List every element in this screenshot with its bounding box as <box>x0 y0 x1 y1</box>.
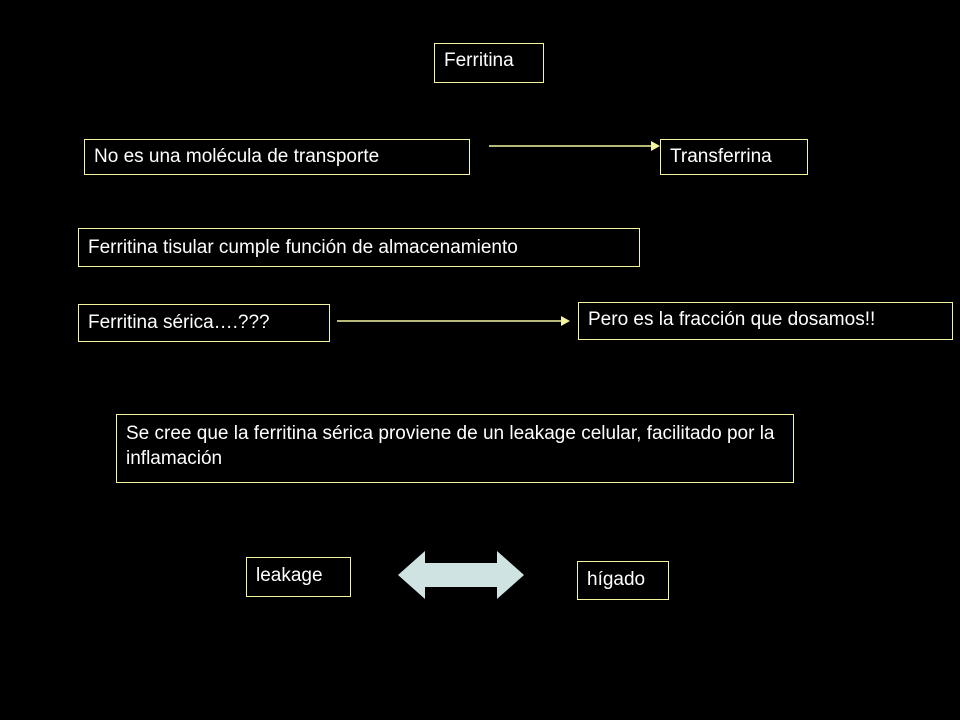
higado-box: hígado <box>577 561 669 600</box>
arrow-serum-to-fraction <box>337 316 570 326</box>
arrow-transport-to-transferrina <box>489 141 660 151</box>
storage-box: Ferritina tisular cumple función de alma… <box>78 228 640 267</box>
double-arrow-icon <box>398 551 524 599</box>
leakage-box: leakage <box>246 557 351 597</box>
transport-box: No es una molécula de transporte <box>84 139 470 175</box>
transferrina-box: Transferrina <box>660 139 808 175</box>
title-box: Ferritina <box>434 43 544 83</box>
serum-ferritin-box: Ferritina sérica….??? <box>78 304 330 342</box>
measured-fraction-box: Pero es la fracción que dosamos!! <box>578 302 953 340</box>
leakage-note-box: Se cree que la ferritina sérica proviene… <box>116 414 794 483</box>
